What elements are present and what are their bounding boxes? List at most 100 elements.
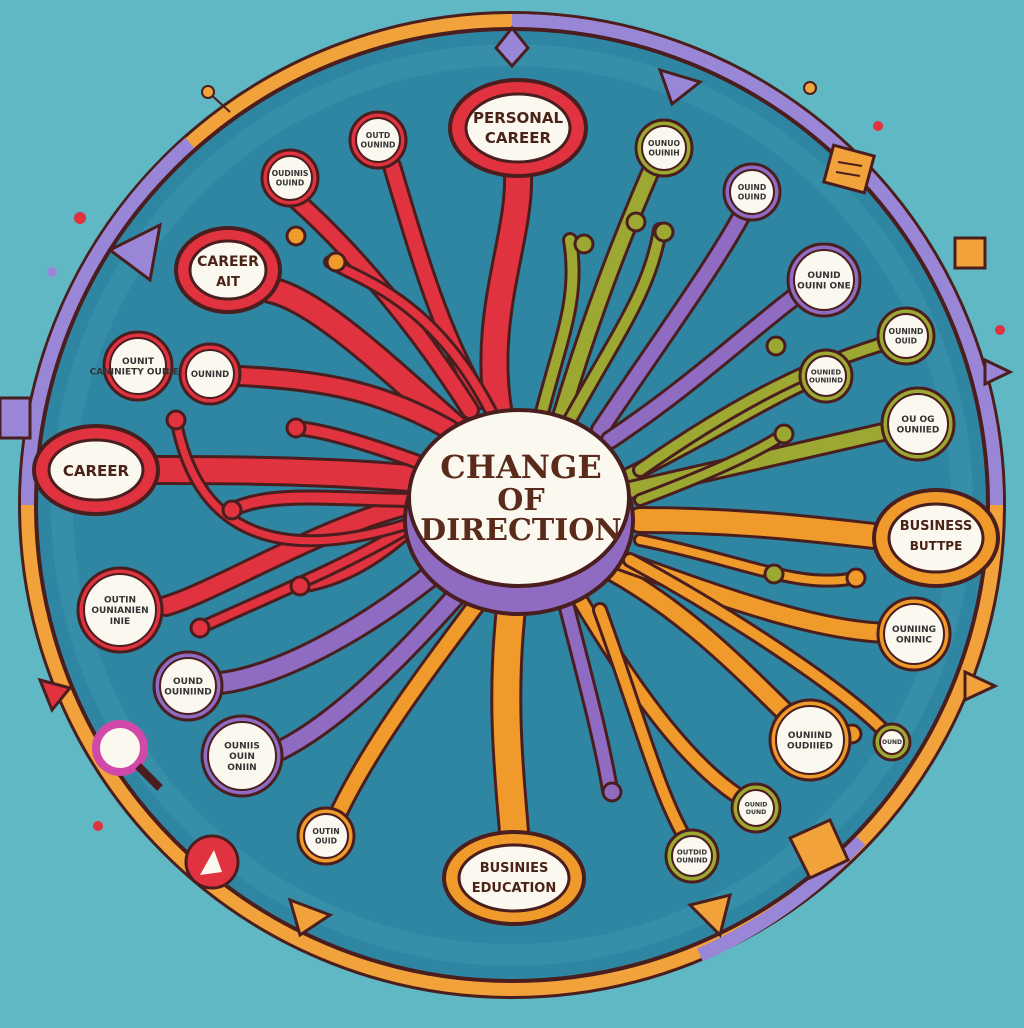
small-node-label-line1: OUND [882,739,902,746]
branch-end-dot [653,221,675,243]
dot-icon [873,121,883,131]
node-career-ait: CAREER AIT [174,226,282,314]
node-label-line2: CAREER [485,129,552,147]
branch-orange [629,509,885,547]
branch-end-dot [765,335,787,357]
branch-end-dot [573,233,595,255]
branch-red [232,368,458,438]
small-node-label-line2: OUIN [229,752,255,762]
node-fill [188,239,268,301]
small-node-label-line1: OUNIT [122,357,155,367]
dot-icon [995,325,1005,335]
document-icon [821,143,877,195]
small-node-fill [83,573,157,647]
branch-purple [593,189,759,437]
small-node-label-line1: OUIND [738,183,766,192]
center-disc [407,408,631,588]
node-label-line1: BUSINESS [900,519,973,534]
ring-band-purple-2 [20,137,195,506]
dot-icon [47,267,57,277]
small-node: OUNIND [178,342,242,406]
small-node-label-line1: OUND [173,677,203,687]
branch-end-dot [625,211,647,233]
arrow-marker-icon [287,897,334,938]
small-node-label-line1: OUTIN [104,595,136,605]
small-node-label-line2: OUINIIND [164,688,212,698]
arrow-marker-icon [687,892,733,938]
small-node-label-line2: OUNIND [361,140,396,149]
small-node-label-line2: OUNIIND [809,377,843,385]
node-business-education: BUSINIES EDUCATION [442,830,586,926]
node-career: CAREER [32,424,160,516]
pin-head-icon [803,81,817,95]
small-node-label-line2: OUINI ONE [797,282,851,292]
small-node-fill [641,125,687,171]
branch-orange [493,587,527,845]
document-line-icon [837,161,863,167]
node-business-buttpe: BUSINESS BUTTPE [872,488,1000,588]
branch-end-dot [189,617,211,639]
small-node-label-line2: OUIND [276,178,304,187]
pin-head-icon [201,85,215,99]
node-label-line1: PERSONAL [473,109,564,127]
ring-outline-outer [18,11,1006,999]
branch-end-dot [773,423,795,445]
branch-red [196,516,424,632]
cursor-icon [200,850,222,875]
small-bubbles: OUTDOUNINDOUDINISOUINDOUNUOOUINIHOUINDOU… [76,110,956,884]
node-label-line1: BUSINIES [480,861,549,876]
small-node-label-line1: OUTD [366,131,390,140]
arrow-marker-icon [983,357,1014,387]
small-node-label-line1: OUNID [745,801,768,808]
branch-olive [535,235,578,425]
small-node-fill [883,313,929,359]
small-node-label-line2: OUID [315,836,337,845]
small-node-label-line1: OUNIING [892,625,936,635]
small-node-label-line2: OUID [895,336,917,345]
small-node-label-line3: INIE [110,617,130,627]
branch-end-dot [285,225,307,247]
small-node-label-line2: OUIND [738,192,766,201]
small-node-label-line1: OUNUO [648,139,680,148]
branch-end-dot [165,409,187,431]
node-label-line2: BUTTPE [910,539,963,553]
small-node-label-line1: OUDINIS [272,169,309,178]
ring-decorations [0,25,1014,938]
small-node-fill [303,813,349,859]
center-title-line3: DIRECTION [420,513,622,548]
airplane-icon [107,222,163,283]
small-node-fill [671,835,713,877]
branch-red [158,492,438,614]
small-node-label-line2: OUND [746,809,766,816]
small-node-label-line3: ONIIN [227,763,256,773]
small-node-fill [185,349,235,399]
small-node-fill [887,393,949,455]
small-node-label-line2: OUDIIIED [787,742,833,752]
small-node-fill [793,249,855,311]
branch-red [482,164,531,432]
small-node-label-line1: OUTDID [677,848,707,856]
small-node-label-line1: OU OG [901,415,934,425]
branch-purple [554,574,616,796]
diamond-marker-icon [494,25,530,69]
tab-marker-icon [0,396,32,440]
document-line-icon [835,171,861,177]
small-node-label-line2: OUNIANIEN [91,606,148,616]
arrow-marker-icon [963,669,999,703]
small-node-label-line1: OUNIIS [224,741,260,751]
branch-olive [565,225,665,425]
branch-end-dot [763,563,785,585]
small-node-fill [355,117,401,163]
branch-olive [635,333,909,475]
